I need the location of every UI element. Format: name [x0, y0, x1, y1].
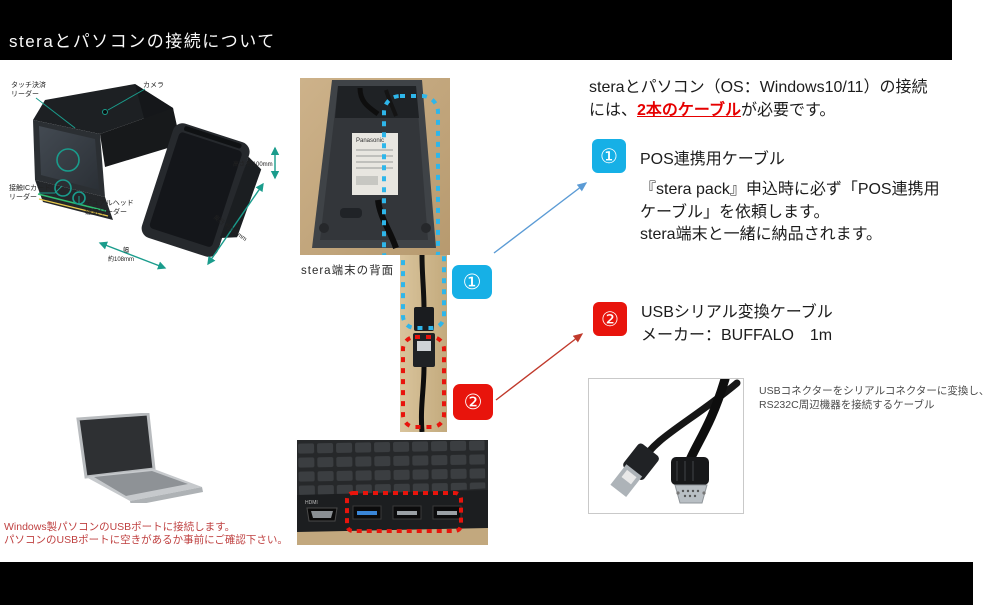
stera-terminal-front-illustration — [33, 84, 181, 220]
item-2-block: USBシリアル変換ケーブル メーカー：BUFFALO 1m — [641, 301, 971, 347]
red-dotted-highlight — [401, 335, 446, 429]
red-callout-arrow — [495, 333, 584, 401]
label-ic-reader: 接触ICカード — [9, 183, 51, 192]
usb-serial-cable-product-box — [588, 374, 744, 514]
cable-note: USBコネクターをシリアルコネクターに変換し、RS232C周辺機器を接続するケー… — [759, 385, 990, 411]
item-1-title: POS連携用ケーブル — [640, 151, 785, 168]
cable-connection-photo — [400, 255, 447, 432]
hdmi-label: HDMI — [305, 500, 318, 506]
item-1-description: 『stera pack』申込時に必ず「POS連携用ケーブル」を依頼します。 st… — [640, 181, 940, 243]
usb-ports — [352, 505, 462, 520]
blue-callout-arrow — [493, 182, 588, 254]
two-cables-highlight: 2本のケーブル — [637, 102, 741, 119]
usb-a-connector — [610, 443, 659, 498]
label-dim-height: 高さ 約100mm — [233, 160, 273, 168]
warning-line-2: パソコンのUSBポートに空きがあるか事前にご確認下さい。 — [4, 534, 288, 546]
usb-serial-cable-photo — [610, 374, 741, 504]
diagram-annotations: タッチ決済 リーダー カメラ 接触ICカード リーダー デュアルヘッド 磁気リー… — [9, 80, 280, 270]
warning-line-1: Windows製パソコンのUSBポートに接続します。 — [4, 521, 236, 533]
brand-text: Panasonic — [356, 138, 384, 144]
label-touch-reader: タッチ決済 — [11, 80, 46, 89]
label-camera: カメラ — [143, 81, 164, 89]
svg-text:磁気リーダー: 磁気リーダー — [85, 207, 127, 216]
item-2-number-badge: ② — [593, 302, 627, 336]
stera-device-diagram: タッチ決済 リーダー カメラ 接触ICカード リーダー デュアルヘッド 磁気リー… — [9, 80, 280, 270]
slide-title-bar — [0, 0, 952, 60]
item-1-number-badge: ① — [592, 139, 626, 173]
blue-dotted-highlight — [382, 94, 440, 255]
svg-text:リーダー: リーダー — [11, 89, 39, 98]
marker-1-badge: ① — [452, 265, 492, 299]
intro-text: steraとパソコン（OS：Windows10/11）の接続には、2本のケーブル… — [589, 79, 928, 119]
marker-2-badge: ② — [453, 384, 493, 420]
label-dual-head-reader: デュアルヘッド — [85, 198, 134, 207]
item-2-title: USBシリアル変換ケーブル — [641, 304, 833, 321]
svg-text:リーダー: リーダー — [9, 192, 37, 201]
terminal-back-photo: Panasonic — [300, 78, 450, 255]
terminal-back-caption: stera端末の背面 — [301, 265, 395, 277]
svg-text:約108mm: 約108mm — [108, 255, 134, 263]
windows-laptop-photo — [76, 413, 203, 503]
label-dim-width: 幅 — [123, 246, 129, 254]
pos-cable-connector — [414, 307, 434, 331]
usb-port-warning: Windows製パソコンのUSBポートに接続します。 パソコンのUSBポートに空… — [4, 521, 304, 547]
page-title: steraとパソコンの接続について — [9, 32, 276, 51]
slide-bottom-bar — [0, 562, 973, 605]
serial-connector — [671, 457, 709, 504]
red-dotted-highlight — [345, 491, 463, 533]
laptop-ports-photo: HDMI — [297, 440, 488, 545]
item-2-maker: メーカー：BUFFALO 1m — [641, 327, 833, 344]
